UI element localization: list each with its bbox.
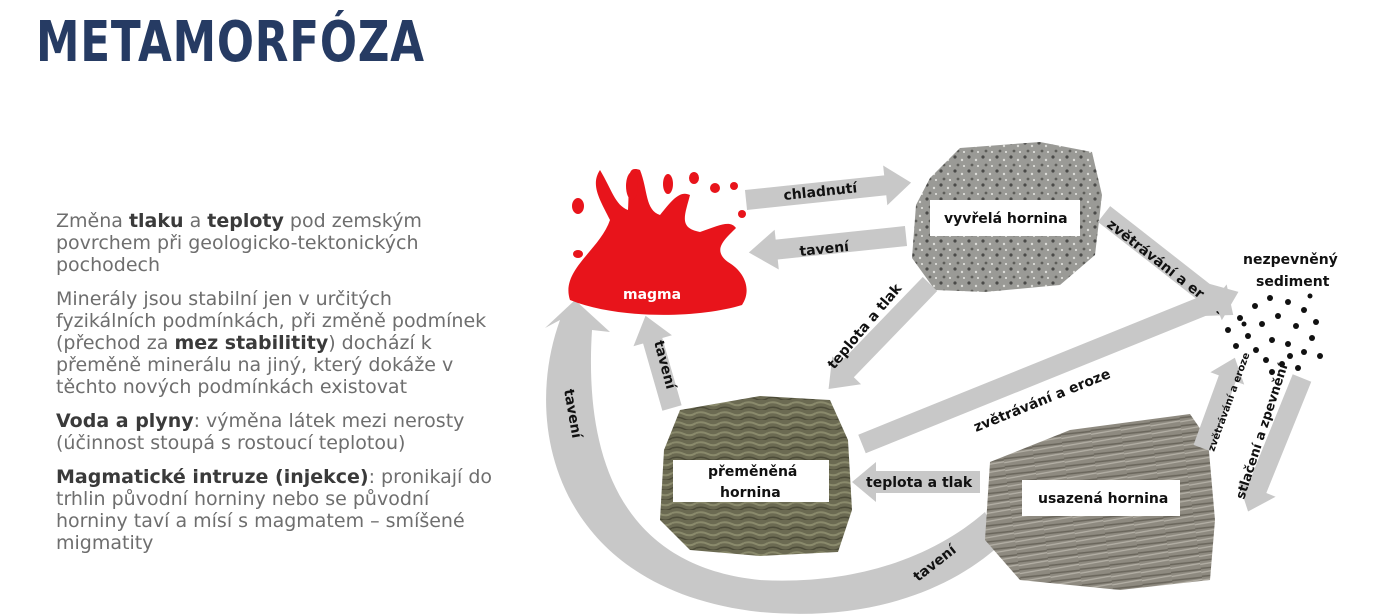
bold-term: tlaku <box>128 210 184 232</box>
label-igneous-rock: vyvřelá hornina <box>944 211 1068 227</box>
sedimentary-label-box <box>1022 480 1180 516</box>
label-cooling: chladnutí <box>783 180 859 204</box>
bold-term: Magmatické intruze (injekce) <box>56 466 369 488</box>
metamorphic-label-box <box>673 460 829 502</box>
label-magma: magma <box>623 287 681 303</box>
label-sediment-line2: sediment <box>1256 274 1330 290</box>
arrow-cooling <box>744 165 912 210</box>
arrow-melting-big <box>545 300 1000 614</box>
label-pressure-horizontal: teplota a tlak <box>866 475 973 491</box>
text-span: : pronikají do trhlin původní horniny ne… <box>56 466 493 554</box>
text-span: Minerály jsou stabilní jen v určitých fy… <box>56 288 487 354</box>
label-sediment-line1: nezpevněný <box>1243 252 1338 268</box>
paragraph-intrusions: Magmatické intruze (injekce): pronikají … <box>56 466 496 554</box>
label-metamorphic-line2: hornina <box>720 485 781 501</box>
text-span: a <box>183 210 208 232</box>
text-span: ) dochází k přeměně minerálu na jiný, kt… <box>56 332 454 398</box>
paragraph-minerals: Minerály jsou stabilní jen v určitých fy… <box>56 288 496 398</box>
arrow-weathering-mid <box>858 283 1239 454</box>
label-sedimentary-rock: usazená hornina <box>1038 491 1168 507</box>
text-span: : výměna látek mezi nerosty (účinnost st… <box>56 410 465 454</box>
page-title: METAMORFÓZA <box>36 10 425 75</box>
bold-term: Voda a plyny <box>56 410 194 432</box>
sediment-dots <box>1225 293 1323 375</box>
igneous-label-box <box>930 200 1080 236</box>
arrow-melting-top <box>748 226 908 270</box>
arrow-compaction <box>1238 374 1312 512</box>
arrow-pressure-horizontal <box>852 462 980 502</box>
paragraph-pressure-temperature: Změna tlaku a teploty pod zemským povrch… <box>56 210 496 276</box>
magma-splash <box>568 169 747 315</box>
arrow-melting-up <box>633 315 682 411</box>
arrow-weathering-top <box>1097 206 1234 316</box>
arrow-weathering-small <box>1193 357 1245 452</box>
bold-term: mez stabilitity <box>174 332 329 354</box>
text-column: Změna tlaku a teploty pod zemským povrch… <box>56 210 496 566</box>
arrow-pressure-diagonal <box>828 277 938 390</box>
text-span: Změna <box>56 210 129 232</box>
paragraph-water-gases: Voda a plyny: výměna látek mezi nerosty … <box>56 410 496 454</box>
label-metamorphic-line1: přeměněná <box>708 464 797 480</box>
bold-term: teploty <box>207 210 284 232</box>
text-span: pod zemským povrchem při geologicko-tekt… <box>56 210 422 276</box>
label-melting-top: tavení <box>799 239 851 260</box>
